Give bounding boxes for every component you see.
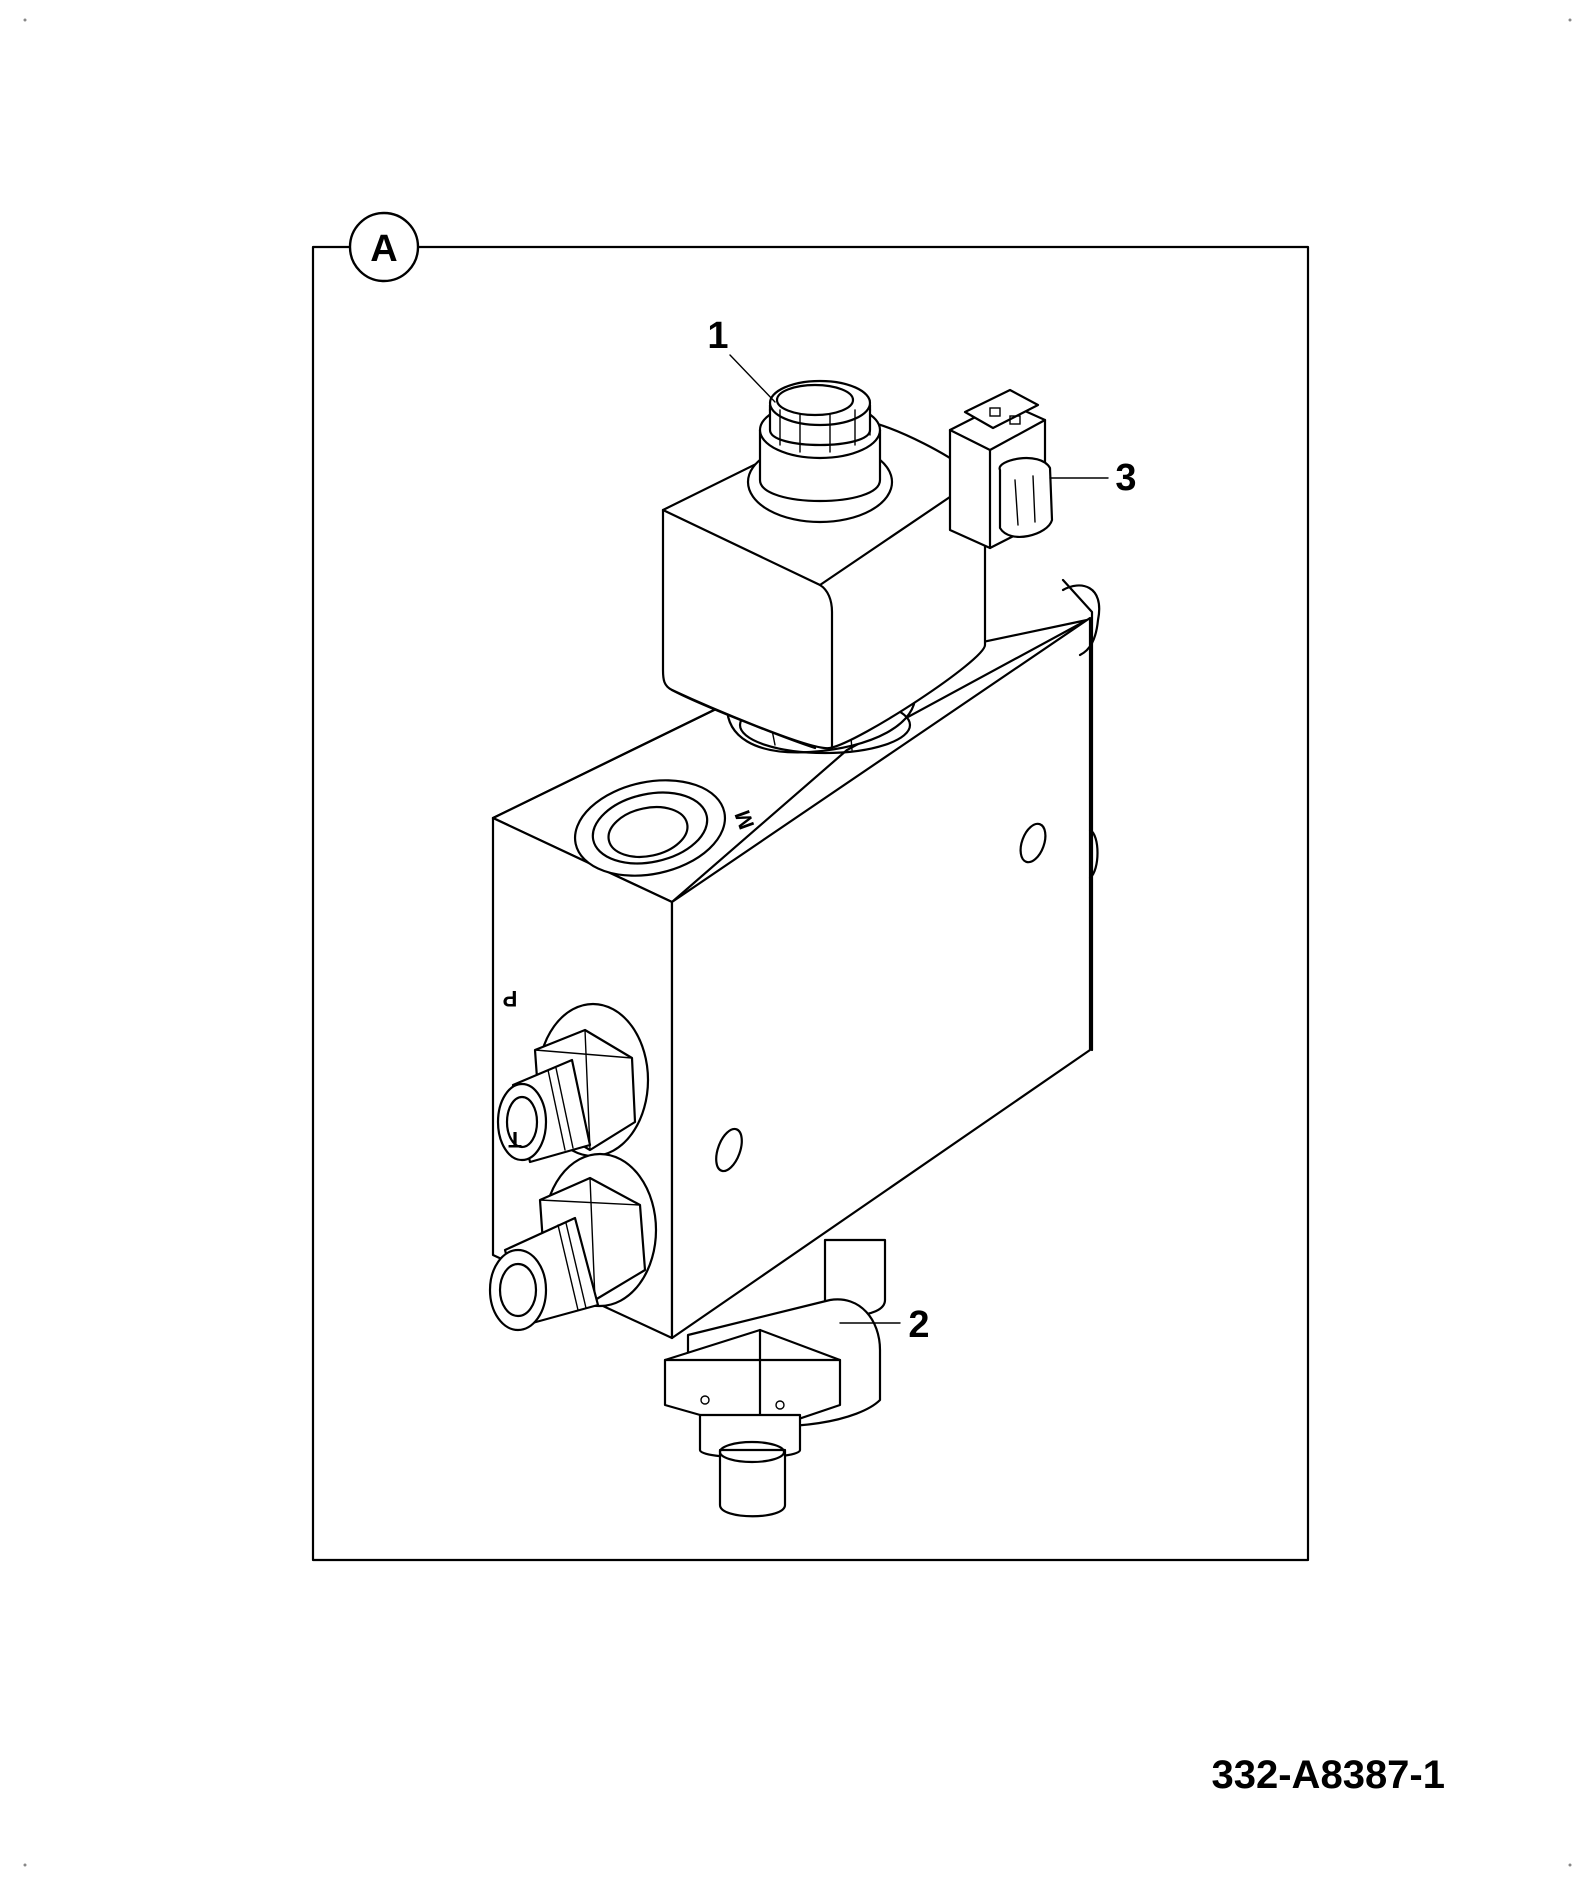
callout-2-label: 2	[908, 1304, 929, 1346]
port-t-fitting	[488, 1152, 658, 1332]
port-p-mark: P	[503, 986, 518, 1011]
corner-marks	[23, 18, 1572, 1867]
view-frame	[311, 245, 1310, 1562]
callout-3: 3	[1049, 457, 1137, 499]
port-t-mark: T	[508, 1127, 522, 1152]
port-p-fitting: P T	[496, 986, 650, 1164]
view-label-badge: A	[348, 211, 420, 283]
callout-1-label: 1	[707, 315, 728, 357]
view-label: A	[370, 228, 397, 270]
solenoid-coil	[661, 417, 987, 750]
callout-1: 1	[707, 315, 776, 403]
drawing-reference: 332-A8387-1	[1212, 1753, 1446, 1797]
coil-connector	[948, 388, 1054, 550]
manual-override-knob	[746, 379, 894, 524]
callout-3-label: 3	[1115, 457, 1136, 499]
relief-cartridge	[663, 1238, 887, 1518]
callout-2: 2	[839, 1304, 930, 1346]
